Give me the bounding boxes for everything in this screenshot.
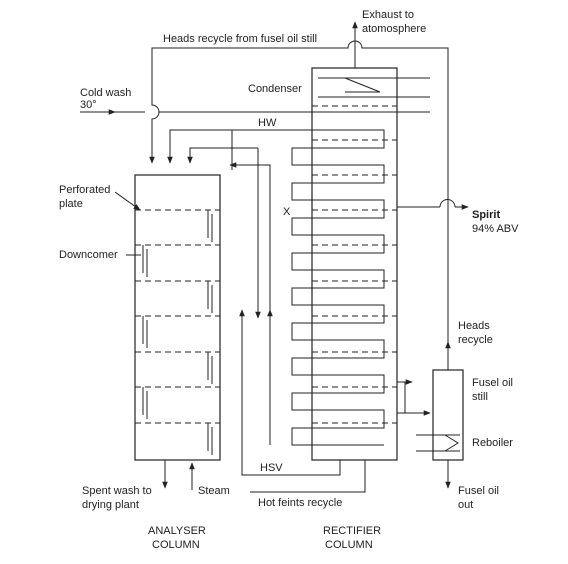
fusel-out-label: Fusel oil [458, 485, 499, 497]
reboiler-coil-icon [416, 434, 460, 452]
hsv-label: HSV [260, 462, 283, 474]
exhaust-label: Exhaust to [362, 9, 414, 21]
hw-line [167, 129, 300, 164]
analyser-column [134, 174, 221, 461]
perforated-leader [114, 191, 141, 211]
fusel-still-label-2: still [472, 391, 488, 403]
rectifier-column-label-2: COLUMN [325, 539, 373, 551]
steam-label: Steam [198, 485, 230, 497]
hot-feints-line [250, 460, 366, 493]
condenser-label: Condenser [248, 83, 302, 95]
spirit-abv-label: 94% ABV [472, 223, 519, 235]
reboiler-label: Reboiler [472, 437, 513, 449]
cold-wash-label: Cold wash [80, 87, 131, 99]
serpentine-coil [231, 129, 385, 446]
perforated-plate-label: Perforated [59, 184, 110, 196]
labels: Exhaust to atomosphere Heads recycle fro… [59, 9, 519, 551]
rectifier-column [231, 67, 430, 461]
hsv-line [239, 309, 341, 476]
flow-lines [80, 21, 469, 493]
downcomer-label: Downcomer [59, 249, 118, 261]
spent-wash-label: Spent wash to [82, 485, 152, 497]
heads-recycle-top-line [149, 40, 449, 370]
spent-wash-label-2: drying plant [82, 499, 139, 511]
heads-recycle-top-label: Heads recycle from fusel oil still [163, 33, 317, 45]
fusel-still-label: Fusel oil [472, 377, 513, 389]
condenser-coil-icon [318, 77, 430, 98]
exhaust-label-2: atomosphere [362, 23, 426, 35]
analyser-column-label: ANALYSER [148, 525, 206, 537]
spirit-label: Spirit [472, 209, 500, 221]
hot-feints-label: Hot feints recycle [258, 497, 342, 509]
perforated-plate-label-2: plate [59, 198, 83, 210]
x-marker-label: X [283, 206, 291, 218]
analyser-plates [135, 209, 220, 424]
analyser-downcomers [142, 210, 213, 455]
rectifier-plates [312, 105, 397, 424]
analyser-column-label-2: COLUMN [152, 539, 200, 551]
cold-wash-temp-label: 30° [80, 99, 97, 111]
hw-label: HW [258, 117, 277, 129]
heads-recycle-label: Heads [458, 320, 490, 332]
feed-line [187, 147, 258, 164]
rectifier-column-label: RECTIFIER [323, 525, 381, 537]
fusel-out-label-2: out [458, 499, 473, 511]
fusel-oil-still [416, 369, 464, 461]
heads-recycle-label-2: recycle [458, 334, 493, 346]
